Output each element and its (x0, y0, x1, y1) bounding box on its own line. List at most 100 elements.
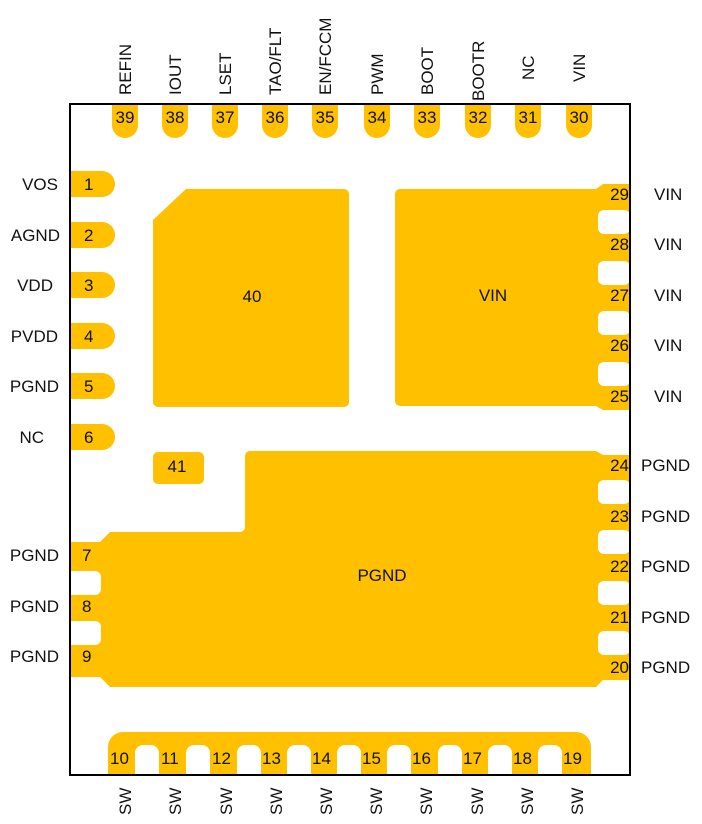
pin-number: 10 (110, 749, 129, 768)
pin-label: VIN (654, 185, 682, 204)
pgnd-pad: PGND (64, 451, 630, 687)
pin-label: VOS (22, 175, 58, 194)
pin-34: 34 PWM (364, 53, 390, 138)
pin-number: 37 (216, 108, 235, 127)
pin-label: PGND (10, 647, 59, 666)
pin-number: 39 (116, 108, 135, 127)
pin-label: BOOT (418, 47, 437, 95)
pin-number: 7 (82, 546, 91, 565)
pin-number: 16 (412, 749, 431, 768)
pin-number: 32 (469, 108, 488, 127)
pin-number: 31 (519, 108, 538, 127)
pin-number: 22 (610, 557, 629, 576)
pin-label: AGND (11, 226, 60, 245)
pin-label: PVDD (11, 327, 58, 346)
pin-label: NC (19, 428, 44, 447)
pin-number: 20 (610, 658, 629, 677)
pin-label: SW (267, 788, 286, 815)
pin-6: 6NC (19, 424, 115, 450)
pad-label: VIN (479, 286, 507, 305)
pad-label: PGND (357, 566, 406, 585)
pin-label: PGND (641, 557, 690, 576)
pin-label: PWM (368, 53, 387, 95)
pin-number: 15 (362, 749, 381, 768)
pin-number: 27 (610, 286, 629, 305)
pin-number: 5 (84, 377, 93, 396)
pin-22: 22 PGND (610, 557, 690, 576)
pad-label: 40 (243, 287, 262, 306)
pin-label: SW (367, 788, 386, 815)
pin-number: 4 (84, 327, 93, 346)
pin-label: VIN (570, 54, 589, 82)
pin-35: 35 EN/FCCM (312, 18, 338, 138)
pin-label: IOUT (166, 54, 185, 95)
pin-29: 29 VIN (610, 185, 682, 204)
pin-label: PGND (10, 377, 59, 396)
pin-label: EN/FCCM (316, 18, 335, 95)
pin-number: 8 (82, 597, 91, 616)
pin-23: 23 PGND (610, 507, 690, 526)
pin-number: 23 (610, 507, 629, 526)
pin-label: SW (417, 788, 436, 815)
pin-number: 25 (610, 387, 629, 406)
pin-number: 38 (166, 108, 185, 127)
pin-label: TAO/FLT (266, 28, 285, 95)
pin-label: SW (568, 788, 587, 815)
pin-4: 4 PVDD (11, 323, 115, 349)
pin-36: 36 TAO/FLT (262, 28, 288, 138)
pin-27: 27 VIN (610, 286, 682, 305)
pad-label: 41 (168, 457, 187, 476)
pin-number: 29 (610, 185, 629, 204)
pin-number: 2 (84, 226, 93, 245)
pin-label: SW (317, 788, 336, 815)
pin-label: VIN (654, 387, 682, 406)
pin-label: SW (166, 788, 185, 815)
pin-number: 3 (84, 276, 93, 295)
pin-number: 35 (316, 108, 335, 127)
pin-number: 18 (513, 749, 532, 768)
pin-number: 36 (266, 108, 285, 127)
pin-label: SW (116, 788, 135, 815)
pin-label: PGND (641, 658, 690, 677)
pin-label: SW (217, 788, 236, 815)
pin-32: 32 BOOTR (465, 41, 491, 138)
pin-label: LSET (216, 52, 235, 95)
pin-number: 26 (610, 336, 629, 355)
pin-label: VIN (654, 286, 682, 305)
pin-number: 28 (610, 235, 629, 254)
exposed-pad-40: 40 (153, 189, 349, 407)
pin-label: SW (518, 788, 537, 815)
pin-25: 25 VIN (610, 387, 682, 406)
pin-number: 34 (368, 108, 387, 127)
pin-number: 30 (570, 108, 589, 127)
pin-number: 14 (312, 749, 331, 768)
pin-number: 21 (610, 608, 629, 627)
pin-label: SW (468, 788, 487, 815)
pin-5: 5 PGND (10, 373, 115, 399)
pin-label: PGND (641, 507, 690, 526)
pin-label: BOOTR (469, 41, 488, 101)
pin-label: PGND (10, 546, 59, 565)
